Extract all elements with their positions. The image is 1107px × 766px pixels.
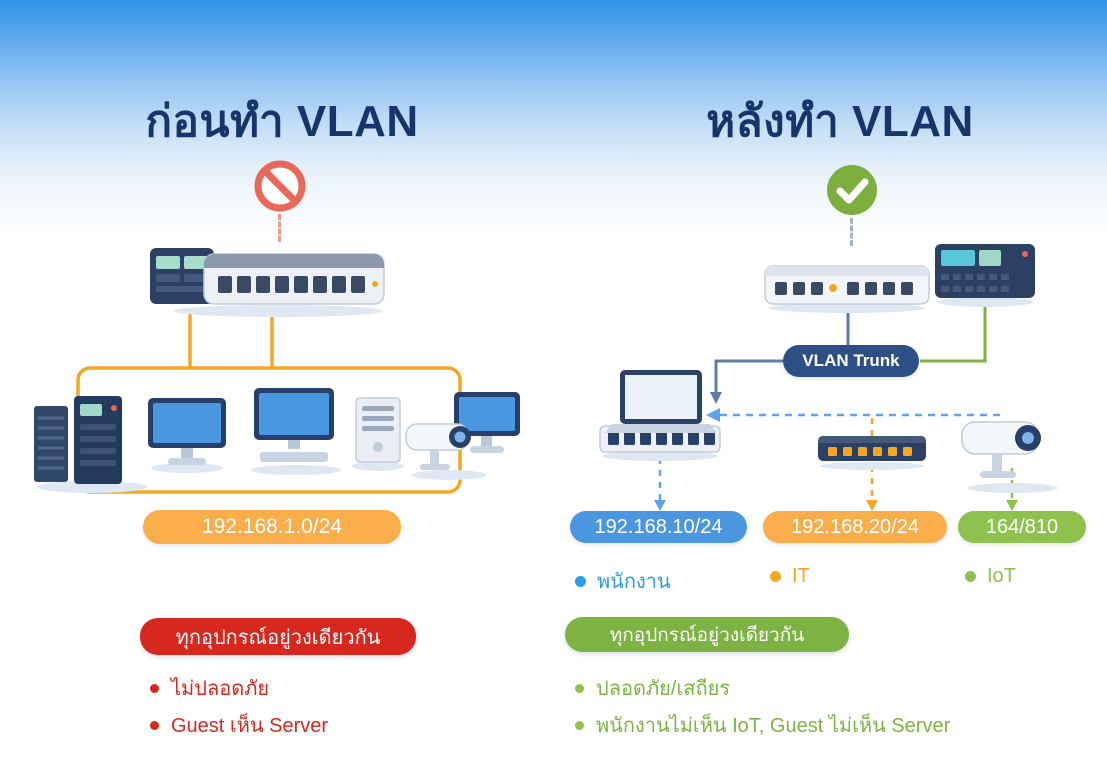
list-item: Guest เห็น Server [150,709,328,741]
vlan-trunk-badge: VLAN Trunk [783,345,919,377]
iot-switch-illustration [816,432,928,472]
legend-it-label: IT [792,565,810,587]
subnet-badge-before: 192.168.1.0/24 [143,510,401,544]
summary-badge-after: ทุกอุปกรณ์อยู่วงเดียวกัน [565,617,849,652]
summary-badge-before: ทุกอุปกรณ์อยู่วงเดียวกัน [140,618,416,655]
subnet-badge-vlan10: 192.168.10/24 [570,511,747,543]
green-bullet-icon [575,720,584,730]
before-bullet-list: ไม่ปลอดภัย Guest เห็น Server [150,672,328,741]
before-vlan-title: ก่อนทำ VLAN [145,97,419,146]
list-item: พนักงานไม่เห็น IoT, Guest ไม่เห็น Server [575,709,950,741]
bullet-text: Guest เห็น Server [171,715,329,737]
green-dot-icon [965,571,976,582]
server-rack-illustration [32,392,147,494]
legend-employees: พนักงาน [575,565,671,597]
list-item: ไม่ปลอดภัย [150,672,328,704]
prohibition-connector-dash [278,214,281,242]
bullet-text: ปลอดภัย/เสถียร [596,678,731,700]
after-vlan-title: หลังทำ VLAN [706,97,974,146]
check-connector-dash [850,218,853,246]
managed-switch-illustration [763,260,931,314]
prohibition-icon [254,160,306,212]
desktop-computer-illustration [246,386,346,476]
after-bullet-list: ปลอดภัย/เสถียร พนักงานไม่เห็น IoT, Guest… [575,672,950,741]
red-bullet-icon [150,683,159,693]
laptop-on-switch-illustration [598,368,723,462]
router-illustration [933,240,1037,308]
mini-tower-illustration [350,396,406,472]
monitor-illustration [146,396,228,474]
cctv-camera-illustration [404,414,489,480]
subnet-badge-vlan20: 192.168.20/24 [763,511,947,543]
green-bullet-icon [575,683,584,693]
blue-dot-icon [575,575,586,587]
legend-employees-label: พนักงาน [597,571,671,593]
core-switch-illustration [148,238,388,318]
cctv-camera-right-illustration [958,410,1063,494]
monitor-behind-camera-illustration [452,390,522,472]
subnet-badge-iot: 164/810 [958,511,1086,543]
legend-iot: IoT [965,565,1016,588]
bullet-text: ไม่ปลอดภัย [171,678,270,700]
legend-it: IT [770,565,810,588]
list-item: ปลอดภัย/เสถียร [575,672,950,704]
orange-dot-icon [770,571,781,582]
bullet-text: พนักงานไม่เห็น IoT, Guest ไม่เห็น Server [596,715,951,737]
check-icon [826,164,878,216]
legend-iot-label: IoT [987,565,1016,587]
red-bullet-icon [150,720,159,730]
